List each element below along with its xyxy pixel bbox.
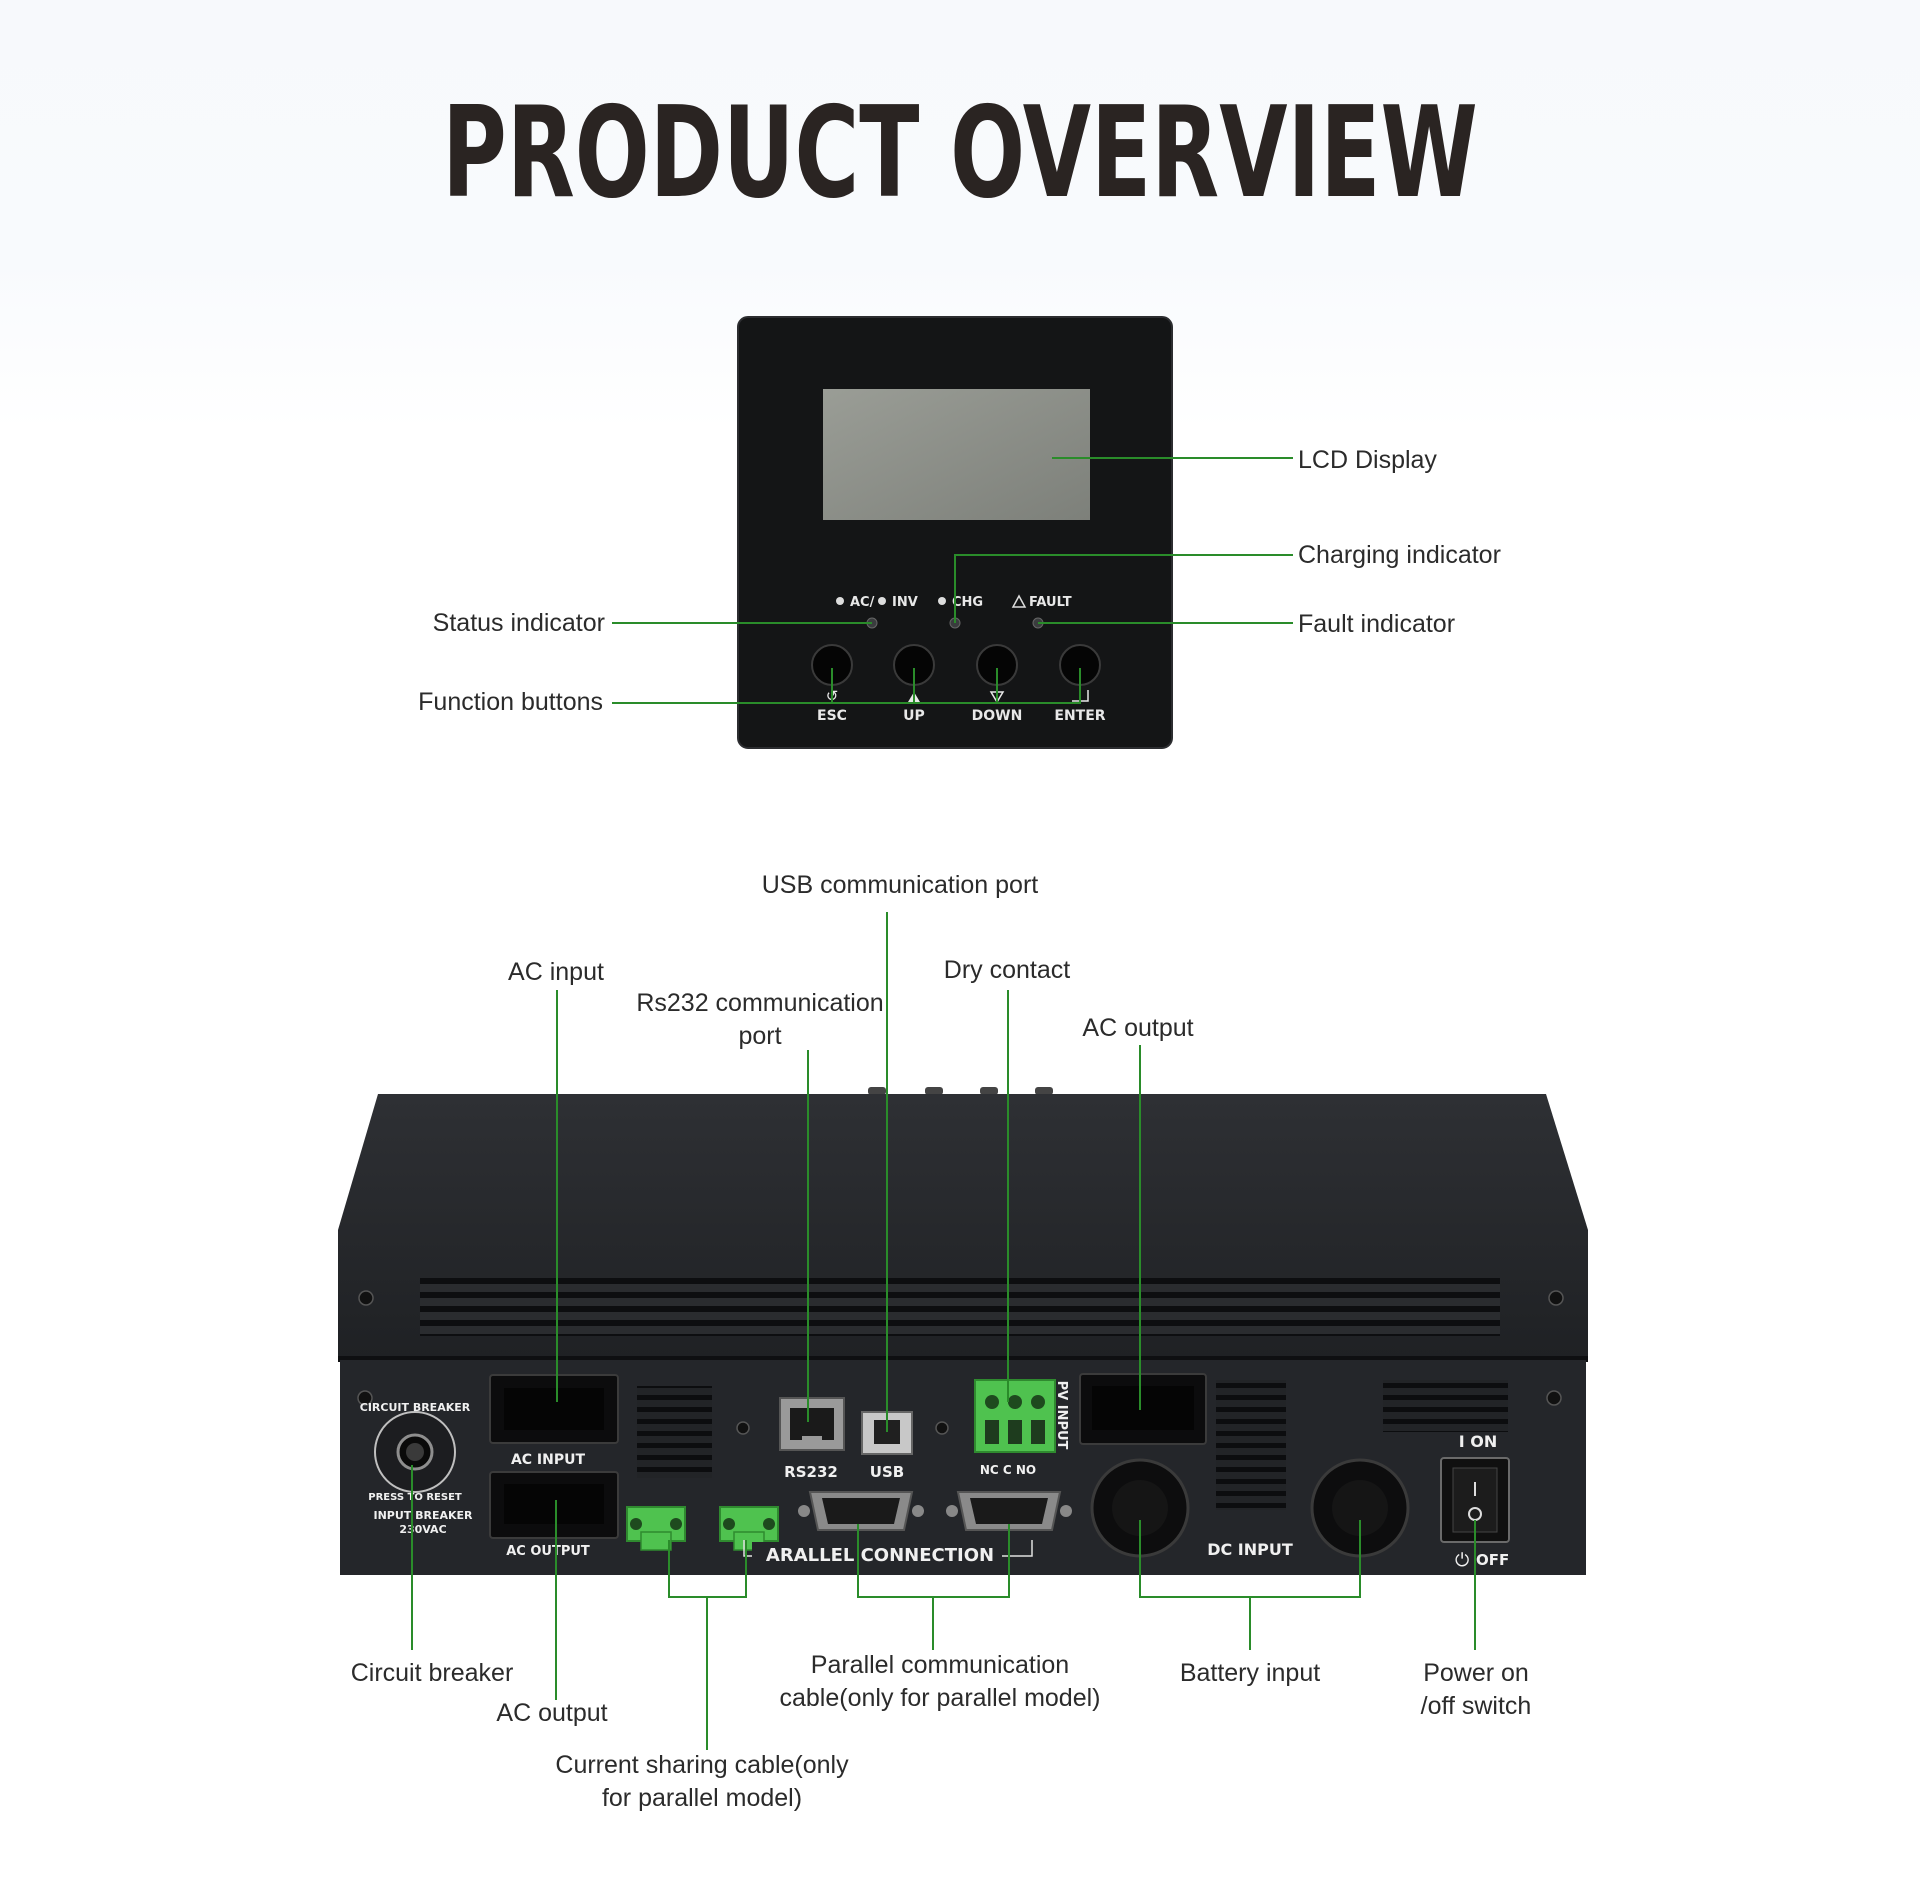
- parallel-connection-label: ARALLEL CONNECTION: [766, 1545, 994, 1566]
- enter-label: ENTER: [1054, 708, 1105, 724]
- callout-parallel-cable-line1: Parallel communication: [811, 1651, 1069, 1679]
- callout-current-sharing-line1: Current sharing cable(only: [555, 1751, 849, 1779]
- ac-output-socket[interactable]: AC OUTPUT: [489, 1471, 619, 1559]
- callout-fault-indicator: Fault indicator: [1298, 610, 1455, 638]
- rear-unit: CIRCUIT BREAKER PRESS TO RESET INPUT BRE…: [338, 1087, 1588, 1575]
- callout-usb-port: USB communication port: [762, 871, 1039, 899]
- lcd-screen: [823, 389, 1090, 520]
- callout-rs232-line2: port: [738, 1022, 781, 1050]
- current-sharing-terminal-1[interactable]: [626, 1506, 686, 1551]
- grille-right: [1216, 1380, 1286, 1510]
- circuit-breaker[interactable]: CIRCUIT BREAKER PRESS TO RESET INPUT BRE…: [360, 1401, 473, 1536]
- grille-far-right: [1383, 1380, 1508, 1432]
- page-title: PRODUCT OVERVIEW: [442, 79, 1478, 226]
- callout-parallel-cable-line2: cable(only for parallel model): [780, 1684, 1101, 1712]
- ac-input-label: AC INPUT: [511, 1452, 586, 1468]
- dry-contact-terminal[interactable]: NC C NO: [974, 1379, 1056, 1477]
- callout-dry-contact: Dry contact: [944, 956, 1070, 984]
- ac-input-socket[interactable]: AC INPUT: [489, 1374, 619, 1468]
- callout-status-indicator: Status indicator: [433, 609, 605, 637]
- callout-charging-indicator: Charging indicator: [1298, 541, 1501, 569]
- power-switch[interactable]: [1440, 1457, 1510, 1543]
- grille-left: [637, 1386, 712, 1478]
- callout-current-sharing-line2: for parallel model): [602, 1784, 802, 1812]
- press-reset-label: PRESS TO RESET: [368, 1492, 462, 1503]
- breaker-rating-label: 230VAC: [399, 1523, 446, 1536]
- power-icon: ⏻: [1455, 1550, 1469, 1571]
- dc-input-label: DC INPUT: [1207, 1540, 1293, 1559]
- esc-label: ESC: [817, 708, 847, 724]
- rs232-port[interactable]: RS232: [779, 1397, 845, 1481]
- dc-input-terminal-1[interactable]: [1090, 1458, 1190, 1558]
- indicator-label-chg: CHG: [952, 595, 983, 610]
- rs232-label: RS232: [784, 1463, 838, 1481]
- callout-battery-input: Battery input: [1180, 1659, 1320, 1687]
- callout-power-switch-line1: Power on: [1423, 1659, 1529, 1687]
- parallel-port-2[interactable]: [946, 1491, 1072, 1531]
- upper-vent-louvers: [420, 1278, 1500, 1336]
- callout-rs232-line1: Rs232 communication: [636, 989, 883, 1017]
- callout-function-buttons: Function buttons: [418, 688, 603, 716]
- indicator-label-inv: INV: [892, 595, 918, 610]
- front-panel: AC/ INV CHG FAULT ↺ ESC UP DOWN ENTE: [737, 316, 1173, 749]
- switch-on-label: I ON: [1459, 1432, 1498, 1451]
- leader-lines: [411, 457, 1476, 1750]
- callout-ac-output-bottom: AC output: [496, 1699, 607, 1727]
- ac-output-label: AC OUTPUT: [506, 1544, 590, 1559]
- dry-contact-pins-label: NC C NO: [980, 1463, 1036, 1477]
- switch-off-label: OFF: [1476, 1551, 1509, 1569]
- input-breaker-label: INPUT BREAKER: [373, 1509, 473, 1522]
- callout-lcd-display: LCD Display: [1298, 446, 1437, 474]
- indicator-label-ac: AC/: [850, 595, 875, 610]
- callout-ac-input: AC input: [508, 958, 604, 986]
- callout-circuit-breaker: Circuit breaker: [351, 1659, 514, 1687]
- ac-output-socket-right[interactable]: [1079, 1373, 1207, 1445]
- usb-label: USB: [870, 1463, 904, 1481]
- pv-input-label: PV INPUT: [1054, 1381, 1069, 1450]
- parallel-port-1[interactable]: [798, 1491, 924, 1531]
- indicator-labels: AC/ INV CHG FAULT: [836, 594, 1072, 610]
- current-sharing-terminal-2[interactable]: [719, 1506, 779, 1551]
- down-label: DOWN: [972, 708, 1023, 724]
- callout-ac-output-top: AC output: [1082, 1014, 1193, 1042]
- enter-icon: [1072, 690, 1089, 702]
- up-label: UP: [903, 708, 925, 724]
- breaker-ring-label: CIRCUIT BREAKER: [360, 1401, 471, 1414]
- indicator-label-fault: FAULT: [1029, 595, 1072, 610]
- callout-labels: LCD Display Charging indicator Status in…: [351, 446, 1532, 1812]
- callout-power-switch-line2: /off switch: [1421, 1692, 1532, 1720]
